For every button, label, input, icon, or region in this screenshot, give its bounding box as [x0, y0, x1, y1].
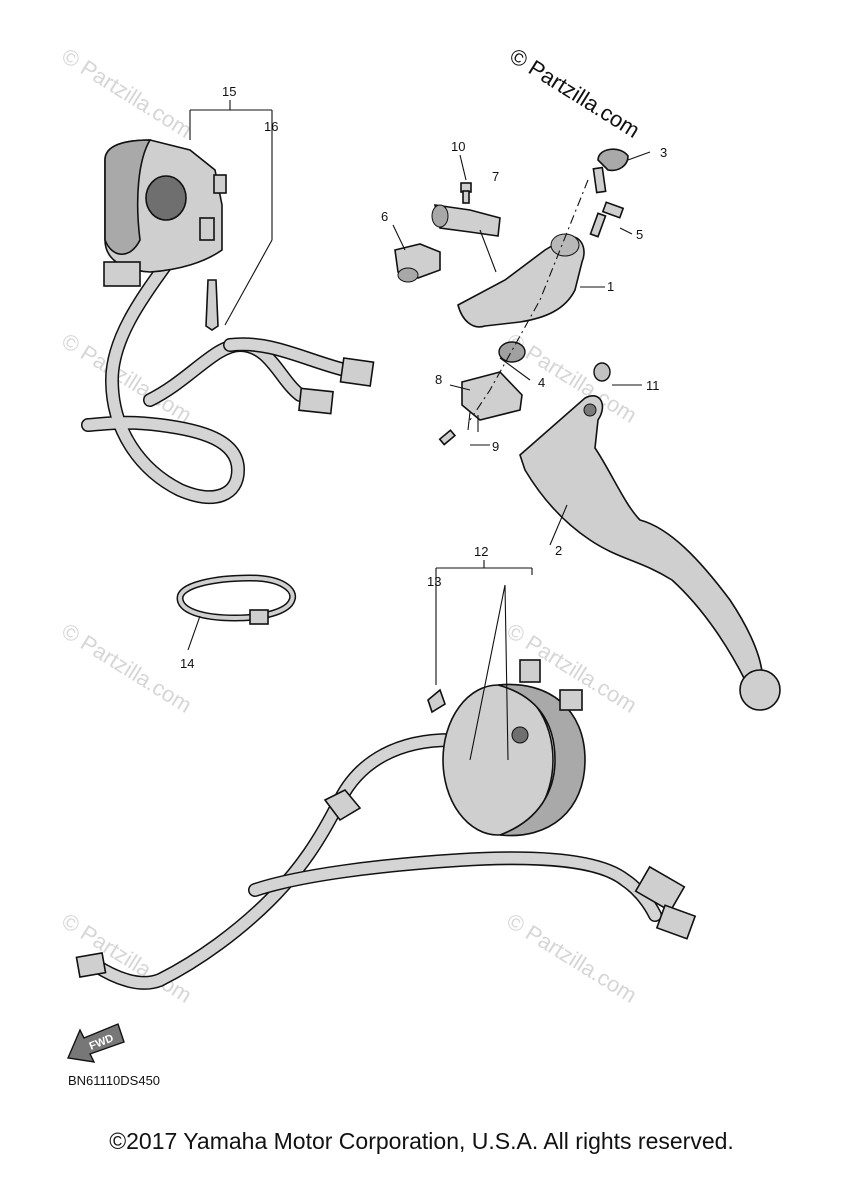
callout-16: 16: [264, 119, 278, 134]
watermark-faint-7: © Partzilla.com: [502, 908, 641, 1008]
part-3-bolt: [597, 148, 629, 172]
fwd-arrow: FWD: [67, 1023, 125, 1063]
callout-6: 6: [381, 209, 388, 224]
part-4-nut: [498, 341, 526, 363]
callout-9: 9: [492, 439, 499, 454]
lever-assembly: [392, 148, 781, 711]
part-15-left-handlebar-switch: [81, 100, 375, 505]
part-11-collar: [593, 362, 611, 382]
part-2-lever: [519, 395, 763, 684]
diagram-code: BN61110DS450: [68, 1073, 160, 1088]
callout-3: 3: [660, 145, 667, 160]
copyright-notice: ©2017 Yamaha Motor Corporation, U.S.A. A…: [109, 1128, 734, 1154]
callout-12: 12: [474, 544, 488, 559]
callout-13: 13: [427, 574, 441, 589]
callout-2: 2: [555, 543, 562, 558]
part-9-screw: [438, 429, 457, 446]
callout-15: 15: [222, 84, 236, 99]
part-7-clip: [433, 204, 501, 237]
callout-8: 8: [435, 372, 442, 387]
part-14-band: [176, 574, 297, 651]
watermark-faint-1: © Partzilla.com: [57, 43, 196, 143]
part-12-right-handlebar-switch: [75, 560, 697, 990]
part-5-bolt: [601, 201, 625, 219]
part-8-switch: [461, 371, 523, 421]
callout-5: 5: [636, 227, 643, 242]
callout-10: 10: [451, 139, 465, 154]
watermark-faint-4: © Partzilla.com: [57, 618, 196, 718]
callout-14: 14: [180, 656, 194, 671]
callout-1: 1: [607, 279, 614, 294]
callout-numbers: 1 2 3 4 5 6 7 8 9 10 11 12 13 14 15 16: [180, 84, 667, 671]
callout-4: 4: [538, 375, 545, 390]
watermark-main: © Partzilla.com: [505, 43, 644, 143]
callout-11: 11: [646, 378, 660, 393]
callout-7: 7: [492, 169, 499, 184]
